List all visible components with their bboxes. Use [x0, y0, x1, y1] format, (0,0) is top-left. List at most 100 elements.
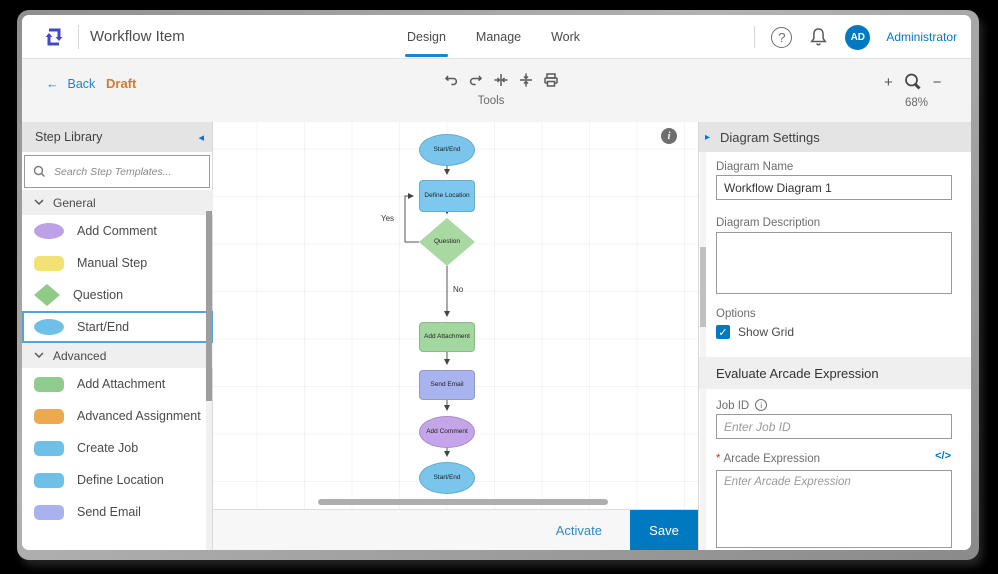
zoom-controls: + −: [884, 71, 942, 93]
chevron-down-icon: [34, 199, 44, 206]
panel-scrollbar-thumb[interactable]: [700, 247, 706, 327]
tab-manage[interactable]: Manage: [475, 30, 522, 44]
arcade-expression-label: *Arcade Expression: [716, 453, 820, 465]
show-grid-option[interactable]: ✓ Show Grid: [716, 325, 794, 339]
info-icon[interactable]: i: [661, 128, 677, 144]
tab-work[interactable]: Work: [551, 30, 581, 44]
notifications-bell-icon[interactable]: [808, 26, 829, 48]
back-button[interactable]: ← Back: [46, 77, 95, 91]
node-start-end-2[interactable]: Start/End: [419, 462, 475, 494]
diagram-name-input[interactable]: [716, 175, 952, 200]
arcade-expression-input[interactable]: [716, 470, 952, 548]
step-item-add-comment[interactable]: Add Comment: [22, 215, 213, 247]
step-template-list: General Add Comment Manual Step Question…: [22, 190, 213, 550]
undo-button[interactable]: [442, 71, 460, 89]
section-general[interactable]: General: [22, 190, 213, 215]
section-advanced[interactable]: Advanced: [22, 343, 213, 368]
sidebar-scrollbar-thumb[interactable]: [206, 211, 212, 401]
step-item-label: Define Location: [77, 473, 164, 487]
node-define-location[interactable]: Define Location: [419, 180, 475, 212]
workflow-logo-icon: [45, 28, 63, 46]
main-tabs: Design Manage Work: [405, 15, 581, 59]
job-id-input[interactable]: [716, 414, 952, 439]
search-icon: [33, 165, 45, 177]
diagram-canvas[interactable]: Start/End Define Location Question Add A…: [213, 122, 698, 509]
step-library-header: Step Library ◂: [22, 122, 212, 152]
avatar[interactable]: AD: [845, 24, 871, 50]
panel-scrollbar[interactable]: [700, 152, 706, 550]
collapse-panel-icon[interactable]: ◂: [198, 131, 204, 144]
action-footer: Activate Save: [213, 509, 698, 550]
diagram-description-input[interactable]: [716, 232, 952, 294]
node-send-email[interactable]: Send Email: [419, 370, 475, 400]
rect-step-icon: [34, 504, 64, 520]
edge-label-no: No: [453, 285, 464, 294]
print-button[interactable]: [542, 71, 560, 89]
magnifier-icon[interactable]: [902, 71, 924, 93]
checkbox-checked-icon[interactable]: ✓: [716, 325, 730, 339]
align-horizontal-center-icon[interactable]: [492, 71, 510, 89]
status-badge: Draft: [106, 76, 137, 91]
back-arrow-icon: ←: [46, 77, 59, 91]
search-input[interactable]: [54, 165, 184, 178]
rect-step-icon: [34, 255, 64, 271]
step-item-label: Send Email: [77, 505, 141, 519]
zoom-in-button[interactable]: +: [884, 73, 893, 91]
rect-step-icon: [34, 440, 64, 456]
diagram-description-label: Diagram Description: [716, 217, 821, 229]
node-add-comment[interactable]: Add Comment: [419, 416, 475, 448]
user-name[interactable]: Administrator: [886, 30, 957, 44]
chevron-down-icon: [34, 352, 44, 359]
job-id-label: Job ID i: [716, 399, 768, 412]
tab-design[interactable]: Design: [405, 15, 448, 59]
expand-panel-icon[interactable]: ▸: [705, 131, 711, 143]
step-item-advanced-assignment[interactable]: Advanced Assignment: [22, 400, 213, 432]
diagram-settings-title: Diagram Settings: [720, 129, 820, 145]
ellipse-step-icon: [34, 223, 64, 239]
step-item-question[interactable]: Question: [22, 279, 213, 311]
step-item-create-job[interactable]: Create Job: [22, 432, 213, 464]
node-add-attachment[interactable]: Add Attachment: [419, 322, 475, 352]
section-label: Advanced: [53, 348, 107, 363]
rect-step-icon: [34, 472, 64, 488]
canvas-horizontal-scrollbar[interactable]: [318, 499, 608, 505]
step-library-panel: Step Library ◂ General Add Comment Manua…: [22, 122, 213, 550]
app-window: Workflow Item Design Manage Work ? AD Ad…: [22, 15, 971, 550]
activate-button[interactable]: Activate: [555, 522, 602, 538]
edge-label-yes: Yes: [381, 214, 395, 223]
step-item-manual-step[interactable]: Manual Step: [22, 247, 213, 279]
tools-label: Tools: [477, 95, 505, 107]
job-id-info-icon[interactable]: i: [755, 399, 768, 411]
design-toolbar: ← Back Draft Tools +: [22, 59, 971, 122]
step-item-label: Start/End: [77, 320, 130, 334]
required-asterisk: *: [716, 453, 721, 465]
arcade-label-text: Arcade Expression: [723, 453, 821, 465]
step-item-start-end[interactable]: Start/End: [22, 311, 213, 343]
code-editor-icon[interactable]: </>: [935, 450, 951, 462]
node-start-end[interactable]: Start/End: [419, 134, 475, 166]
sidebar-scrollbar[interactable]: [206, 211, 212, 550]
step-item-send-email[interactable]: Send Email: [22, 496, 213, 528]
redo-button[interactable]: [467, 71, 485, 89]
back-label: Back: [67, 77, 96, 91]
step-item-add-attachment[interactable]: Add Attachment: [22, 368, 213, 400]
align-vertical-center-icon[interactable]: [517, 71, 535, 89]
diagram-name-label: Diagram Name: [716, 161, 794, 173]
step-item-label: Advanced Assignment: [77, 409, 201, 423]
page-title: Workflow Item: [90, 28, 185, 45]
step-item-define-location[interactable]: Define Location: [22, 464, 213, 496]
rect-step-icon: [34, 408, 64, 424]
diagram-settings-header: ▸ Diagram Settings: [699, 122, 971, 152]
step-item-label: Manual Step: [77, 256, 148, 270]
window-frame: Workflow Item Design Manage Work ? AD Ad…: [17, 10, 979, 560]
ellipse-step-icon: [34, 319, 64, 335]
options-label: Options: [716, 308, 756, 320]
edge-layer: [404, 166, 450, 457]
step-item-label: Create Job: [77, 441, 139, 455]
zoom-out-button[interactable]: −: [932, 73, 942, 91]
search-box: [24, 155, 210, 188]
diagram-settings-panel: ▸ Diagram Settings Diagram Name Diagram …: [698, 122, 971, 550]
job-id-label-text: Job ID: [716, 400, 750, 412]
help-icon[interactable]: ?: [771, 26, 793, 48]
save-button[interactable]: Save: [630, 509, 698, 550]
